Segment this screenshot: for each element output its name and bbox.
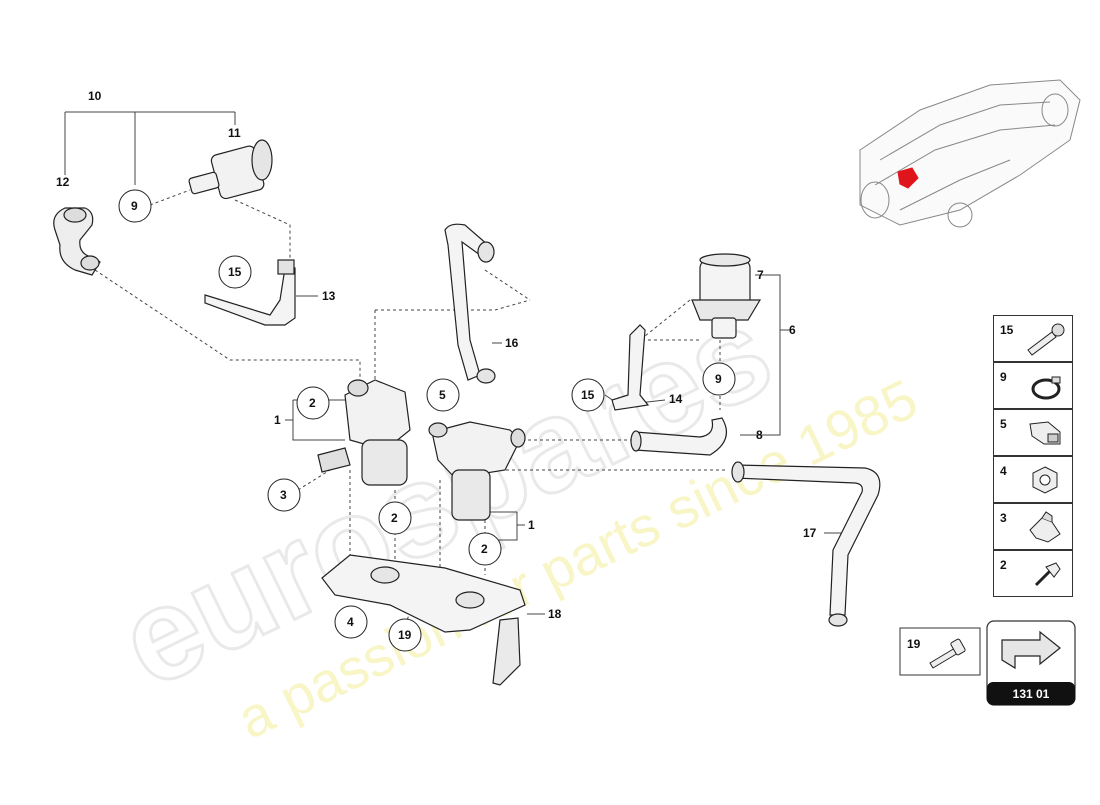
callout-12: 12 <box>56 175 70 189</box>
elbow-connector-part <box>53 207 101 276</box>
highlight-marker <box>897 167 919 189</box>
callout-9a: 9 <box>131 199 138 213</box>
page-reference: 131 01 <box>986 620 1076 706</box>
nut-icon <box>1032 466 1058 494</box>
callout-10: 10 <box>88 89 102 103</box>
bracket-part <box>204 259 296 326</box>
callout-8: 8 <box>756 428 763 442</box>
mount-bracket-part <box>611 324 650 411</box>
legend-box-15: 15 <box>993 315 1073 362</box>
callout-9b: 9 <box>715 372 722 386</box>
callout-3: 3 <box>280 488 287 502</box>
callout-11: 11 <box>228 126 241 140</box>
next-page-arrow-icon <box>1001 630 1061 670</box>
coolant-hose-part <box>731 461 881 627</box>
legend-box-2: 2 <box>993 550 1073 597</box>
hose-clamp-icon <box>1031 376 1061 400</box>
connector-clip-icon <box>1029 511 1061 543</box>
callout-2b: 2 <box>391 511 398 525</box>
callout-15b: 15 <box>581 388 595 402</box>
legend-box-9: 9 <box>993 362 1073 409</box>
vehicle-location-view <box>859 79 1081 228</box>
callout-7: 7 <box>757 268 764 282</box>
callout-1b: 1 <box>528 518 535 532</box>
legend-box-3: 3 <box>993 503 1073 550</box>
valve-part <box>188 139 273 200</box>
callout-17: 17 <box>803 526 817 540</box>
callout-19: 19 <box>398 628 412 642</box>
bolt-icon <box>929 638 966 669</box>
callout-1a: 1 <box>274 413 281 427</box>
callout-15a: 15 <box>228 265 242 279</box>
vent-hose-part <box>444 223 496 384</box>
legend-box-5: 5 <box>993 409 1073 456</box>
legend-number: 9 <box>1000 370 1007 384</box>
callout-18: 18 <box>548 607 562 621</box>
leader-lines <box>64 111 845 626</box>
callout-14: 14 <box>669 392 683 406</box>
pump-carrier-part <box>321 554 526 686</box>
part-19-number: 19 <box>907 637 921 651</box>
callout-2a: 2 <box>309 396 316 410</box>
short-hose-part <box>630 417 728 456</box>
legend-number: 15 <box>1000 323 1014 337</box>
legend-number: 3 <box>1000 511 1007 525</box>
legend-number: 4 <box>1000 464 1007 478</box>
water-pump-left <box>317 379 411 486</box>
callout-13: 13 <box>322 289 336 303</box>
bolt-icon <box>1027 323 1065 356</box>
water-pump-right <box>428 421 526 521</box>
legend-number: 5 <box>1000 417 1007 431</box>
legend-number: 2 <box>1000 558 1007 572</box>
legend-box-4: 4 <box>993 456 1073 503</box>
reservoir-part <box>691 253 762 339</box>
callout-labels: 10 11 12 9 15 13 16 1 2 3 2 5 1 2 4 19 1… <box>56 89 817 642</box>
callout-6: 6 <box>789 323 796 337</box>
callout-2c: 2 <box>481 542 488 556</box>
clip-icon <box>1029 421 1061 445</box>
callout-5: 5 <box>439 388 446 402</box>
callout-circles <box>118 189 736 652</box>
part-19-box: 19 <box>899 627 981 676</box>
push-pin-icon <box>1034 562 1061 587</box>
callout-16: 16 <box>505 336 519 350</box>
page-ref-label: 131 01 <box>1013 687 1050 701</box>
callout-4: 4 <box>347 615 354 629</box>
